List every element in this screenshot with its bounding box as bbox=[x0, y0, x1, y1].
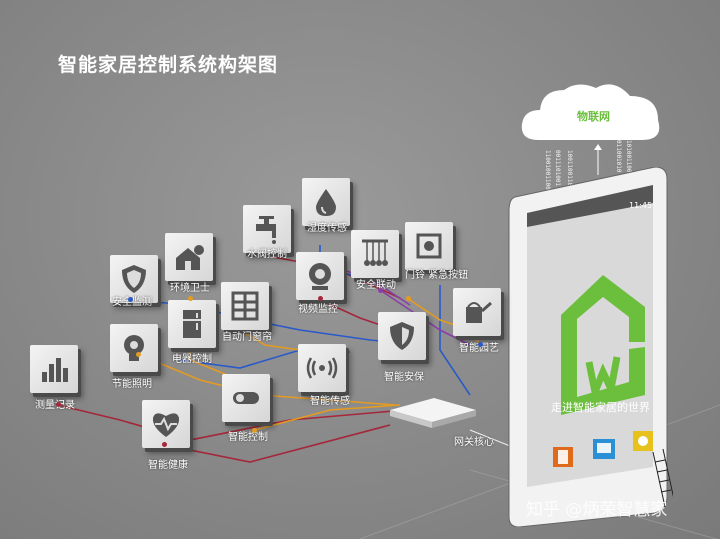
faucet-icon bbox=[256, 216, 276, 244]
smartphone-device bbox=[508, 167, 673, 527]
tile-smart-gardening bbox=[453, 288, 501, 336]
shield-icon bbox=[122, 265, 146, 293]
svg-text:1100100110010: 1100100110010 bbox=[544, 150, 551, 197]
watermark: 知乎 @炳荣智慧家 bbox=[526, 500, 668, 520]
page-title: 智能家居控制系统构架图 bbox=[58, 54, 279, 76]
label-door-emergency: 门铃 紧急按钮 bbox=[405, 270, 469, 281]
tile-water-control bbox=[243, 205, 291, 253]
tile-smart-health bbox=[142, 400, 190, 448]
heart-pulse-icon bbox=[152, 413, 180, 437]
label-water-control: 水阀控制 bbox=[247, 249, 287, 260]
port-dot bbox=[162, 442, 167, 447]
house-tree-icon bbox=[176, 245, 204, 270]
port-dot bbox=[252, 428, 257, 433]
label-smart-gardening: 智能园艺 bbox=[459, 343, 499, 354]
cloud-label: 物联网 bbox=[577, 110, 610, 123]
tile-security-monitor bbox=[110, 255, 158, 303]
toggle-switch-icon bbox=[233, 392, 259, 404]
tile-energy-lighting bbox=[110, 324, 158, 372]
tile-env-guard bbox=[165, 233, 213, 281]
phone-slogan: 走进智能家居的世界 bbox=[551, 401, 650, 414]
label-smart-control: 智能控制 bbox=[228, 432, 268, 443]
port-dot bbox=[318, 296, 323, 301]
phone-clock: 11:45 bbox=[629, 201, 653, 210]
port-dot bbox=[378, 288, 383, 293]
gateway-label: 网关核心 bbox=[454, 437, 494, 448]
fridge-icon bbox=[183, 310, 201, 338]
water-drop-icon bbox=[316, 189, 336, 216]
tile-data-record bbox=[30, 345, 78, 393]
tile-auto-curtain bbox=[221, 282, 269, 330]
tile-smart-security bbox=[378, 312, 426, 360]
port-dot bbox=[478, 342, 483, 347]
label-smart-security: 智能安保 bbox=[384, 372, 424, 383]
tile-smart-sensing bbox=[298, 344, 346, 392]
label-humidity-sensor: 湿度传感 bbox=[307, 223, 347, 234]
cradle-icon bbox=[362, 239, 388, 266]
lightbulb-icon bbox=[124, 335, 144, 361]
svg-text:1010011001: 1010011001 bbox=[625, 140, 632, 177]
label-security-monitor: 安全监测 bbox=[112, 297, 152, 308]
tile-video-monitor bbox=[296, 252, 344, 300]
gateway-hub bbox=[390, 398, 476, 428]
tile-smart-control bbox=[222, 374, 270, 422]
tile-door-emergency bbox=[405, 222, 453, 270]
webcam-icon bbox=[309, 263, 331, 290]
svg-text:011001010: 011001010 bbox=[615, 140, 622, 173]
port-dot bbox=[56, 402, 61, 407]
tile-humidity-sensor bbox=[302, 178, 350, 226]
label-energy-lighting: 节能照明 bbox=[112, 379, 152, 390]
tile-security-linkage bbox=[351, 230, 399, 278]
label-appliance-control: 电器控制 bbox=[172, 354, 212, 365]
watering-can-icon bbox=[466, 301, 492, 323]
label-smart-sensing: 智能传感 bbox=[310, 396, 350, 407]
label-video-monitor: 视频监控 bbox=[298, 304, 338, 315]
wireless-signal-icon bbox=[306, 357, 338, 379]
security-shield-icon bbox=[390, 322, 414, 350]
tile-appliance-control bbox=[168, 300, 216, 348]
label-auto-curtain: 自动门窗帘 bbox=[222, 332, 272, 343]
label-env-guard: 环境卫士 bbox=[170, 283, 210, 294]
port-dot bbox=[136, 352, 141, 357]
window-grid-icon bbox=[231, 291, 259, 321]
bar-chart-icon bbox=[42, 358, 68, 382]
svg-text:10011001101: 10011001101 bbox=[566, 150, 573, 190]
port-dot bbox=[406, 296, 411, 301]
label-data-record: 测量记录 bbox=[35, 400, 75, 411]
cloud-icon bbox=[521, 84, 660, 140]
svg-text:0011101001: 0011101001 bbox=[554, 150, 561, 187]
label-security-linkage: 安全联动 bbox=[356, 280, 396, 291]
doorbell-button-icon bbox=[416, 233, 442, 259]
port-dot bbox=[128, 297, 133, 302]
port-dot bbox=[188, 296, 193, 301]
label-smart-health: 智能健康 bbox=[148, 460, 188, 471]
